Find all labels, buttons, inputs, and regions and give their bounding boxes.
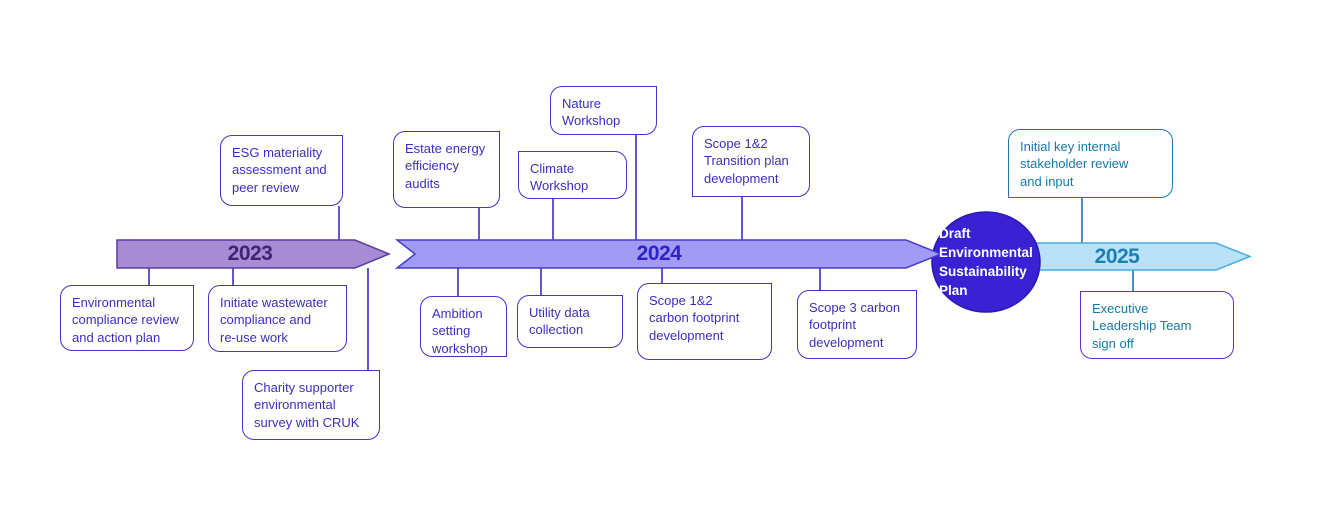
event-box-ambition-setting-workshop: Ambition setting workshop bbox=[420, 296, 507, 357]
milestone-circle-label: Draft Environmental Sustainability Plan bbox=[939, 226, 1033, 299]
milestone-circle bbox=[931, 211, 1041, 313]
event-box-nature-workshop: Nature Workshop bbox=[550, 86, 657, 135]
year-label-2023: 2023 bbox=[227, 242, 273, 265]
year-label-2024: 2024 bbox=[636, 242, 682, 265]
event-box-initial-stakeholder-review: Initial key internal stakeholder review … bbox=[1008, 129, 1173, 198]
event-box-scope12-transition-plan: Scope 1&2 Transition plan development bbox=[692, 126, 810, 197]
event-box-scope12-carbon-footprint: Scope 1&2 carbon footprint development bbox=[637, 283, 772, 360]
event-box-estate-energy-audits: Estate energy efficiency audits bbox=[393, 131, 500, 208]
event-box-utility-data-collection: Utility data collection bbox=[517, 295, 623, 348]
event-box-initiate-wastewater: Initiate wastewater compliance and re-us… bbox=[208, 285, 347, 352]
event-box-executive-signoff: Executive Leadership Team sign off bbox=[1080, 291, 1234, 359]
timeline-arrow-2023 bbox=[116, 239, 391, 269]
event-box-scope3-carbon-footprint: Scope 3 carbon footprint development bbox=[797, 290, 917, 359]
event-box-esg-materiality: ESG materiality assessment and peer revi… bbox=[220, 135, 343, 206]
event-box-environmental-compliance: Environmental compliance review and acti… bbox=[60, 285, 194, 351]
timeline-arrow-2024 bbox=[394, 239, 944, 269]
event-box-charity-supporter-survey: Charity supporter environmental survey w… bbox=[242, 370, 380, 440]
event-box-climate-workshop: Climate Workshop bbox=[518, 151, 627, 199]
year-label-2025: 2025 bbox=[1094, 245, 1140, 268]
